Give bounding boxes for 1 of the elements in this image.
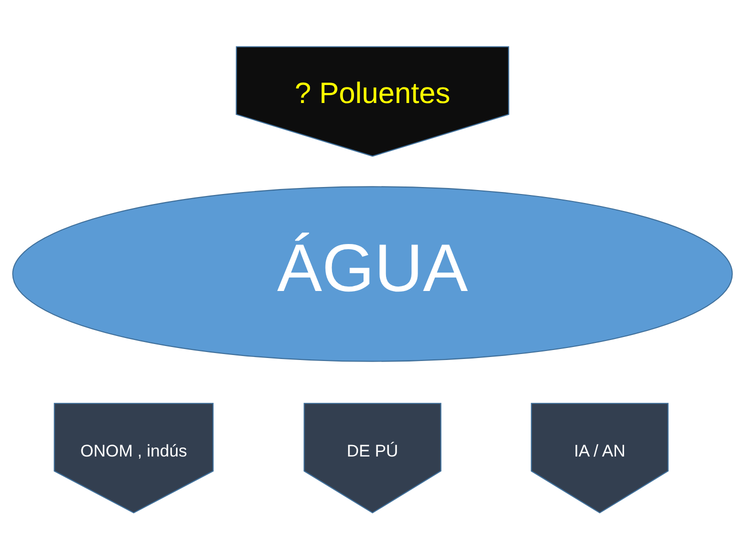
node-ellipse: ÁGUA xyxy=(12,186,733,362)
